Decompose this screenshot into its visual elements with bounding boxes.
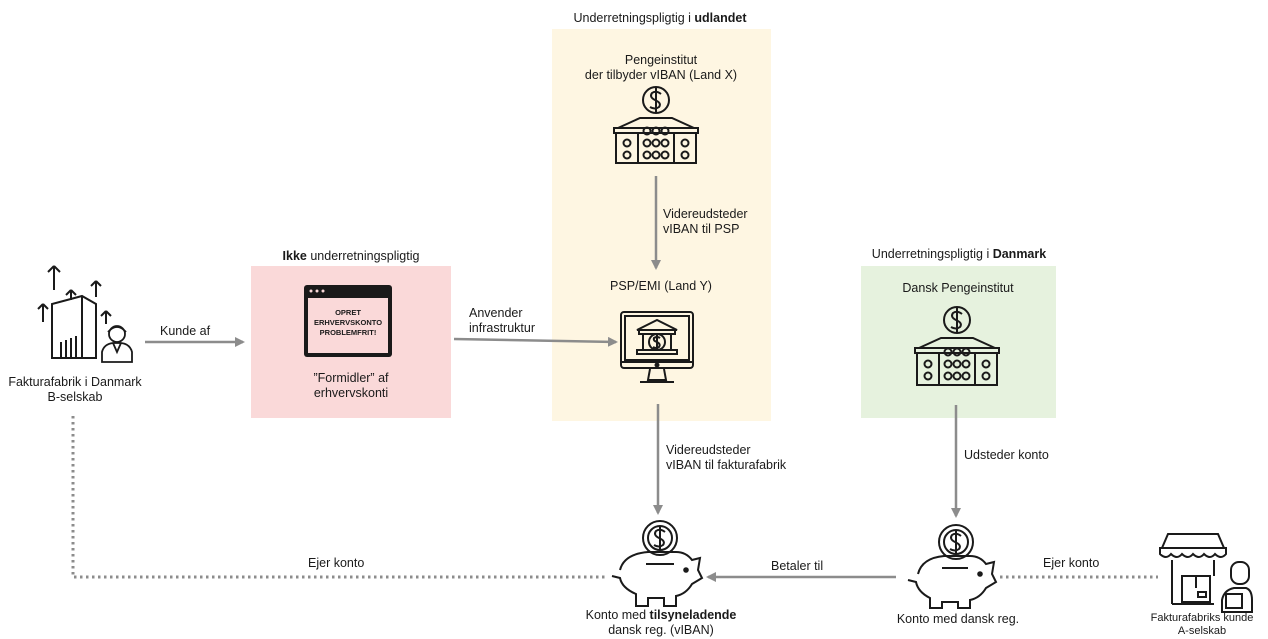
denmark-region-title: Underretningspligtig i Danmark bbox=[871, 247, 1047, 261]
customer-label: Fakturafabriks kunde A-selskab bbox=[1150, 612, 1254, 637]
edge-label-udsteder: Udsteder konto bbox=[964, 448, 1049, 462]
edge-label-ejer-right: Ejer konto bbox=[1043, 556, 1100, 570]
account-danish-label: Konto med dansk reg. bbox=[896, 612, 1020, 626]
not-reportable-region-title: Ikke underretningspligtig bbox=[282, 249, 420, 263]
intermediary-label: ”Formidler” af erhvervskonti bbox=[313, 371, 389, 400]
piggy-bank-vlban-icon bbox=[611, 520, 704, 607]
shop-icon bbox=[1159, 533, 1227, 605]
arrow-anvender bbox=[453, 336, 618, 347]
bank-vlban-label: Pengeinstitut der tilbyder vIBAN (Land X… bbox=[584, 53, 738, 82]
dotted-ejer-left bbox=[71, 416, 608, 579]
danish-bank-icon bbox=[914, 306, 1000, 386]
invoice-factory-label: Fakturafabrik i Danmark B-selskab bbox=[8, 375, 142, 404]
edge-label-betaler: Betaler til bbox=[771, 559, 824, 573]
psp-label: PSP/EMI (Land Y) bbox=[610, 279, 712, 293]
psp-monitor-icon bbox=[620, 311, 694, 383]
edge-label-anvender: Anvender infrastruktur bbox=[469, 306, 535, 335]
browser-window-icon bbox=[304, 285, 392, 357]
edge-label-videre-psp: Videreudsteder vIBAN til PSP bbox=[663, 207, 748, 236]
abroad-region bbox=[552, 29, 771, 421]
edge-label-videre-ff: Videreudsteder vIBAN til fakturafabrik bbox=[666, 443, 787, 472]
piggy-bank-danish-icon bbox=[907, 524, 998, 609]
denmark-region bbox=[861, 266, 1056, 418]
account-apparent-label: Konto med tilsyneladende dansk reg. (vIB… bbox=[585, 608, 737, 637]
delivery-person-icon bbox=[1221, 561, 1253, 613]
edge-label-ejer-left: Ejer konto bbox=[308, 556, 365, 570]
danish-bank-label: Dansk Pengeinstitut bbox=[902, 281, 1014, 295]
edge-label-kunde-af: Kunde af bbox=[160, 324, 211, 338]
window-ad-text: OPRET ERHVERVSKONTO PROBLEMFRIT! bbox=[313, 308, 383, 337]
factory-building-icon bbox=[37, 265, 112, 359]
bank-vlban-icon bbox=[613, 86, 699, 164]
abroad-region-title: Underretningspligtig i udlandet bbox=[573, 11, 747, 25]
person-icon bbox=[101, 325, 133, 363]
